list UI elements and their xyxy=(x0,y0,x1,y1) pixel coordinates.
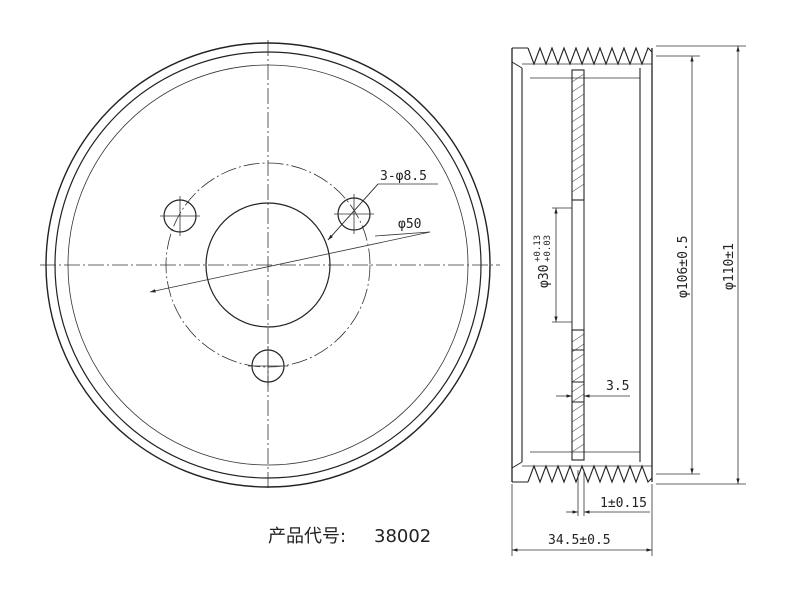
top-grooves xyxy=(527,46,653,66)
pcd-leader-line xyxy=(149,231,431,293)
bore-tolerance-upper: +0.13 xyxy=(533,235,543,262)
bore-dimension: φ30 xyxy=(537,265,552,288)
inner-diameter-dimension: φ106±0.5 xyxy=(676,235,691,298)
pcd-dimension: φ50 xyxy=(398,217,421,232)
holes-dimension: 3-φ8.5 xyxy=(380,169,427,184)
bore-text-group: φ30 +0.13 +0.03 xyxy=(533,235,553,288)
web-thickness-dimension: 3.5 xyxy=(606,379,629,394)
side-section-view: φ30 +0.13 +0.03 3.5 1±0.15 34.5±0.5 φ106… xyxy=(511,45,746,556)
bottom-grooves xyxy=(527,464,653,484)
product-label: 产品代号: xyxy=(268,526,346,547)
offset-dimension: 1±0.15 xyxy=(600,496,647,511)
web-section-top xyxy=(571,69,585,201)
width-dimension: 34.5±0.5 xyxy=(548,533,611,548)
web-hole-bottom xyxy=(571,381,585,403)
web-hole-top xyxy=(571,329,585,351)
front-view: 3-φ8.5 φ50 xyxy=(40,40,500,490)
holes-leader-arrow xyxy=(327,183,379,241)
bore-tolerance-lower: +0.03 xyxy=(543,235,553,262)
pcd-leader-shelf xyxy=(374,231,431,237)
chamfer-bl2 xyxy=(511,461,523,469)
holes-leader-line xyxy=(327,183,438,241)
outer-diameter-dimension: φ110±1 xyxy=(722,243,737,290)
web-hatching xyxy=(571,73,585,453)
chamfer-tl2 xyxy=(511,61,523,69)
product-code: 38002 xyxy=(374,526,431,547)
